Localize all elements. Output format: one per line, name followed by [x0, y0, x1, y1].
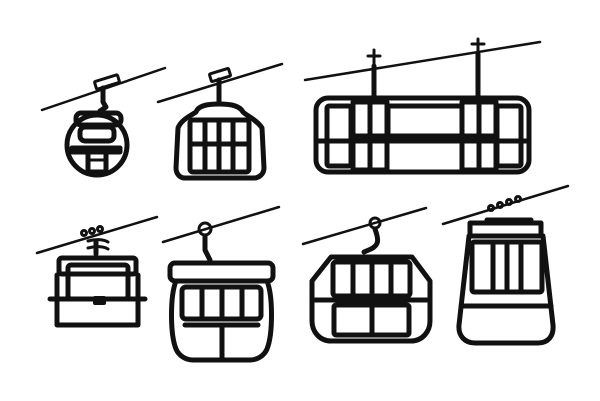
seat-rail-icon: [69, 145, 123, 155]
hanger-arm-icon: [97, 85, 109, 114]
window-divider-icon: [199, 284, 245, 322]
pulley-icon: [88, 227, 96, 235]
cabin-shell-icon: [169, 278, 274, 363]
pulley-icon: [496, 201, 504, 209]
seat-back-icon: [65, 262, 131, 302]
cabin-shell-icon: [313, 95, 532, 175]
window-left-icon: [324, 103, 354, 169]
window-icon: [77, 124, 117, 144]
cable-clamp-icon: [93, 73, 121, 91]
gondola-hex-cabin: [301, 206, 433, 344]
door-dividers-icon: [350, 99, 499, 173]
window-divider-icon: [490, 239, 524, 295]
door-icon: [85, 149, 109, 175]
hanger-arm-icon: [202, 233, 213, 263]
gondola-tall-trapezoid-cabin: [441, 184, 570, 346]
cable-line: [303, 40, 542, 82]
pulley-icon: [80, 229, 88, 237]
pulley-icon: [96, 225, 104, 233]
cabin-shell-icon: [456, 233, 556, 346]
cabin-shell-icon: [309, 254, 433, 344]
spring-icon: [86, 238, 110, 251]
cable-clamp-left-icon: [366, 48, 382, 68]
gondola-rounded-cabin: [156, 62, 284, 181]
gondola-large-tram: [303, 37, 542, 175]
window-divider-icon: [350, 259, 394, 299]
pulley-icon: [487, 204, 495, 212]
window-right-icon: [494, 103, 524, 169]
window-center-icon: [385, 103, 465, 139]
cable-line: [301, 206, 428, 246]
seat-lock-icon: [93, 296, 106, 305]
cable-line: [161, 205, 281, 244]
chairlift-cabin: [35, 215, 159, 328]
hanger-arm-icon: [361, 226, 381, 255]
gondola-small-round: [40, 66, 167, 178]
pulley-icon: [514, 195, 522, 203]
cabin-shell-icon: [64, 112, 130, 178]
cable-line: [35, 215, 159, 255]
cabin-top-icon: [467, 220, 544, 239]
pulley-icon: [505, 198, 513, 206]
cabin-shell-icon: [173, 101, 267, 181]
cabin-top-icon: [167, 260, 276, 284]
cable-line: [441, 184, 570, 226]
window-grid-icon: [187, 117, 252, 175]
gondola-barrel-cabin: [161, 205, 281, 363]
cabin-top-icon: [56, 255, 139, 277]
